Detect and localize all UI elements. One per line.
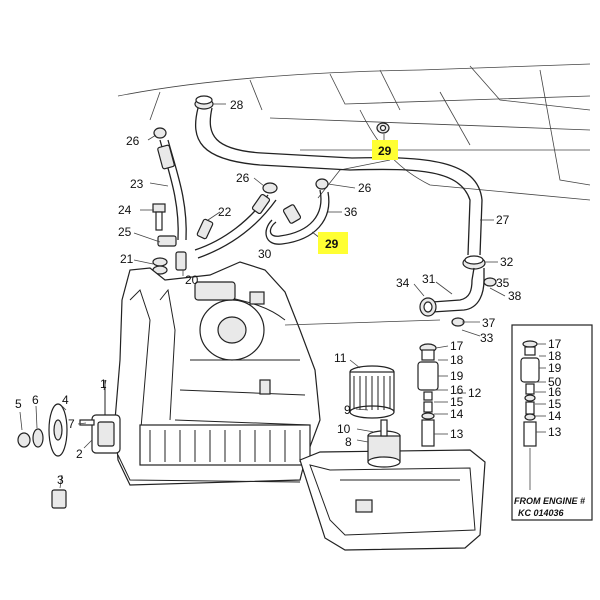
callout-27: 27 [496, 213, 510, 227]
callout-23: 23 [130, 177, 144, 191]
washers-5-6 [17, 428, 44, 448]
inset-caption-line2: KC 014036 [518, 508, 565, 518]
callout-32: 32 [500, 255, 514, 269]
inset-callout-15: 15 [548, 397, 562, 411]
callout-6: 6 [32, 393, 39, 407]
clamp-29-top [376, 122, 390, 134]
inset-callout-16: 16 [548, 385, 562, 399]
callout-38: 38 [508, 289, 522, 303]
callout-36: 36 [344, 205, 358, 219]
callout-24: 24 [118, 203, 132, 217]
inset-callout-13: 13 [548, 425, 562, 439]
callout-12: 12 [468, 386, 482, 400]
highlight-29-top [372, 140, 398, 160]
callout-7: 7 [68, 417, 75, 431]
drain-assembly [417, 343, 439, 447]
callout-21: 21 [120, 252, 134, 266]
engine-block [114, 261, 321, 486]
callout-10: 10 [337, 422, 351, 436]
callout-2: 2 [76, 447, 83, 461]
callout-33: 33 [480, 331, 494, 345]
callout-25: 25 [118, 225, 132, 239]
callout-26a: 26 [126, 134, 140, 148]
clamp-32 [462, 255, 486, 270]
inset-callout-19: 19 [548, 361, 562, 375]
callout-29a: 29 [378, 144, 392, 158]
callout-5: 5 [15, 397, 22, 411]
clamp-28 [194, 95, 214, 110]
callout-28: 28 [230, 98, 244, 112]
callout-11: 11 [334, 351, 347, 365]
fittings-25-21-20 [152, 235, 187, 275]
callout-26c: 26 [358, 181, 372, 195]
inset-callout-14: 14 [548, 409, 562, 423]
gear-4 [48, 403, 68, 457]
inset-panel: 17 18 19 50 16 15 14 13 FROM ENGINE # KC… [511, 324, 593, 521]
leader-block [284, 319, 441, 326]
callout-22: 22 [218, 205, 232, 219]
inset-callout-17: 17 [548, 337, 562, 351]
callout-13: 13 [450, 427, 464, 441]
hose-22 [194, 182, 278, 259]
oil-filter-11 [349, 365, 395, 419]
inset-caption-line1: FROM ENGINE # [514, 496, 585, 506]
callout-19: 19 [450, 369, 464, 383]
hose-23 [153, 127, 187, 241]
callout-29b: 29 [325, 237, 339, 251]
callout-1: 1 [100, 377, 107, 391]
callout-3: 3 [57, 473, 64, 487]
oil-pan [299, 449, 486, 551]
callout-20: 20 [185, 273, 199, 287]
hose-27 [194, 107, 483, 256]
bolt-24 [152, 203, 166, 231]
callout-37: 37 [482, 316, 496, 330]
pipe-31 [419, 267, 497, 327]
frame-lines [117, 63, 591, 201]
bolt-7 [79, 419, 95, 426]
strainer-8 [367, 419, 401, 468]
inset-callout-50: 50 [548, 375, 562, 389]
leader-lines [19, 103, 506, 489]
callout-16: 16 [450, 383, 464, 397]
inset-callout-18: 18 [548, 349, 562, 363]
callout-34: 34 [396, 276, 410, 290]
callout-15: 15 [450, 395, 464, 409]
callout-14: 14 [450, 407, 464, 421]
plug-3 [51, 489, 67, 509]
callout-26b: 26 [236, 171, 250, 185]
callout-35: 35 [496, 276, 510, 290]
callout-4: 4 [62, 393, 69, 407]
callout-9: 9 [344, 403, 351, 417]
hose-30 [265, 178, 330, 245]
highlight-29-mid [318, 232, 348, 254]
callout-17: 17 [450, 339, 464, 353]
callout-30: 30 [258, 247, 272, 261]
callout-8: 8 [345, 435, 352, 449]
callout-18: 18 [450, 353, 464, 367]
callout-31: 31 [422, 272, 436, 286]
